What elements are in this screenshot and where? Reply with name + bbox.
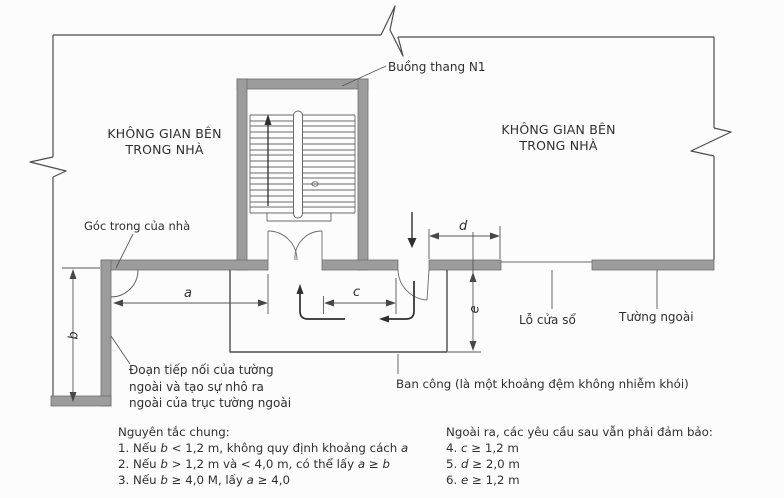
- stairwell-label: Buồng thang N1: [388, 60, 486, 74]
- stair-flight-start-mark: [311, 181, 333, 187]
- dimension-b: [62, 267, 100, 402]
- notes-left-item-3: 3. Nếu b ≥ 4,0 M, lấy a ≥ 4,0: [118, 473, 291, 487]
- break-mark-left: [29, 156, 67, 178]
- balcony-parapet: [229, 270, 448, 353]
- interior-space-right-line2: TRONG NHÀ: [519, 138, 598, 153]
- notes-right-item-5: 5. d ≥ 2,0 m: [446, 457, 520, 471]
- dim-label-a: a: [184, 286, 192, 301]
- building-outline: [29, 5, 732, 397]
- outer-wall-right: [591, 259, 715, 271]
- wall-extension-line3: ngoài của trục tường ngoài: [129, 396, 292, 410]
- stair-up-arrow: [264, 114, 272, 206]
- stairwell-double-door: [267, 230, 323, 261]
- notes-left-title: Nguyên tắc chung:: [118, 425, 230, 439]
- interior-space-right-line1: KHÔNG GIAN BÊN: [501, 122, 616, 137]
- interior-corner-label: Góc trong của nhà: [84, 219, 191, 233]
- lower-wall-mid: [321, 259, 399, 271]
- balcony-entry-door: [397, 269, 430, 301]
- leader-lines: [110, 65, 658, 374]
- interior-space-left-line1: KHÔNG GIAN BÊN: [107, 126, 222, 141]
- wall-extension-line1: Đoạn tiếp nối của tường: [129, 363, 274, 377]
- dimension-a: [113, 274, 269, 314]
- notes-right-title: Ngoài ra, các yêu cầu sau vẫn phải đảm b…: [446, 425, 713, 439]
- exterior-walls: [50, 78, 715, 407]
- stair-flight: [249, 110, 356, 222]
- break-mark-right: [690, 127, 732, 157]
- outer-wall-label: Tường ngoài: [619, 310, 694, 324]
- corner-label-leader: [115, 233, 134, 269]
- stair-label-leader: [341, 65, 387, 87]
- interior-space-left-line2: TRONG NHÀ: [125, 142, 204, 157]
- stair-handrail: [293, 110, 303, 219]
- dimension-e: [448, 232, 481, 353]
- escape-path-to-stairs: [296, 284, 345, 320]
- notes-general-principles: Nguyên tắc chung: 1. Nếu b < 1,2 m, khôn…: [118, 424, 408, 488]
- corner-projection-wall: [100, 259, 112, 407]
- interior-corner-arc: [110, 269, 139, 298]
- notes-additional-requirements: Ngoài ra, các yêu cầu sau vẫn phải đảm b…: [446, 424, 713, 488]
- interior-space-label-left: KHÔNG GIAN BÊN TRONG NHÀ: [92, 126, 237, 158]
- dimension-c: [323, 278, 397, 314]
- wall-ext-label-leader: [110, 335, 131, 365]
- wall-extension-label: Đoạn tiếp nối của tường ngoài và tạo sự …: [129, 362, 319, 412]
- interior-space-label-right: KHÔNG GIAN BÊN TRONG NHÀ: [486, 122, 631, 154]
- lower-wall-left: [100, 259, 269, 271]
- lower-wall-d: [428, 259, 502, 271]
- notes-left-item-1: 1. Nếu b < 1,2 m, không quy định khoảng …: [118, 441, 409, 455]
- corner-projection-foot: [50, 395, 112, 407]
- stair-landing-line: [266, 213, 332, 222]
- entry-down-arrow: [407, 212, 417, 248]
- stairwell-right-wall: [357, 78, 369, 271]
- dim-label-b: b: [66, 331, 82, 340]
- window-label: Lỗ cửa sổ: [519, 313, 576, 327]
- notes-right-item-6: 6. e ≥ 1,2 m: [446, 473, 520, 487]
- dim-label-e: e: [467, 305, 483, 314]
- dimension-d: [428, 226, 501, 259]
- break-mark-top: [380, 5, 404, 57]
- balcony-label: Ban công (là một khoảng đệm không nhiễm …: [396, 377, 689, 391]
- notes-right-item-4: 4. c ≥ 1,2 m: [446, 441, 519, 455]
- stairwell-left-wall: [236, 78, 248, 271]
- stairwell-top-wall: [236, 78, 369, 90]
- notes-left-item-2: 2. Nếu b > 1,2 m và < 4,0 m, có thể lấy …: [118, 457, 390, 471]
- escape-path-from-door: [379, 281, 415, 323]
- wall-extension-line2: ngoài và tạo sự nhô ra: [129, 379, 264, 394]
- dim-label-c: c: [353, 285, 361, 300]
- dim-label-d: d: [459, 219, 468, 234]
